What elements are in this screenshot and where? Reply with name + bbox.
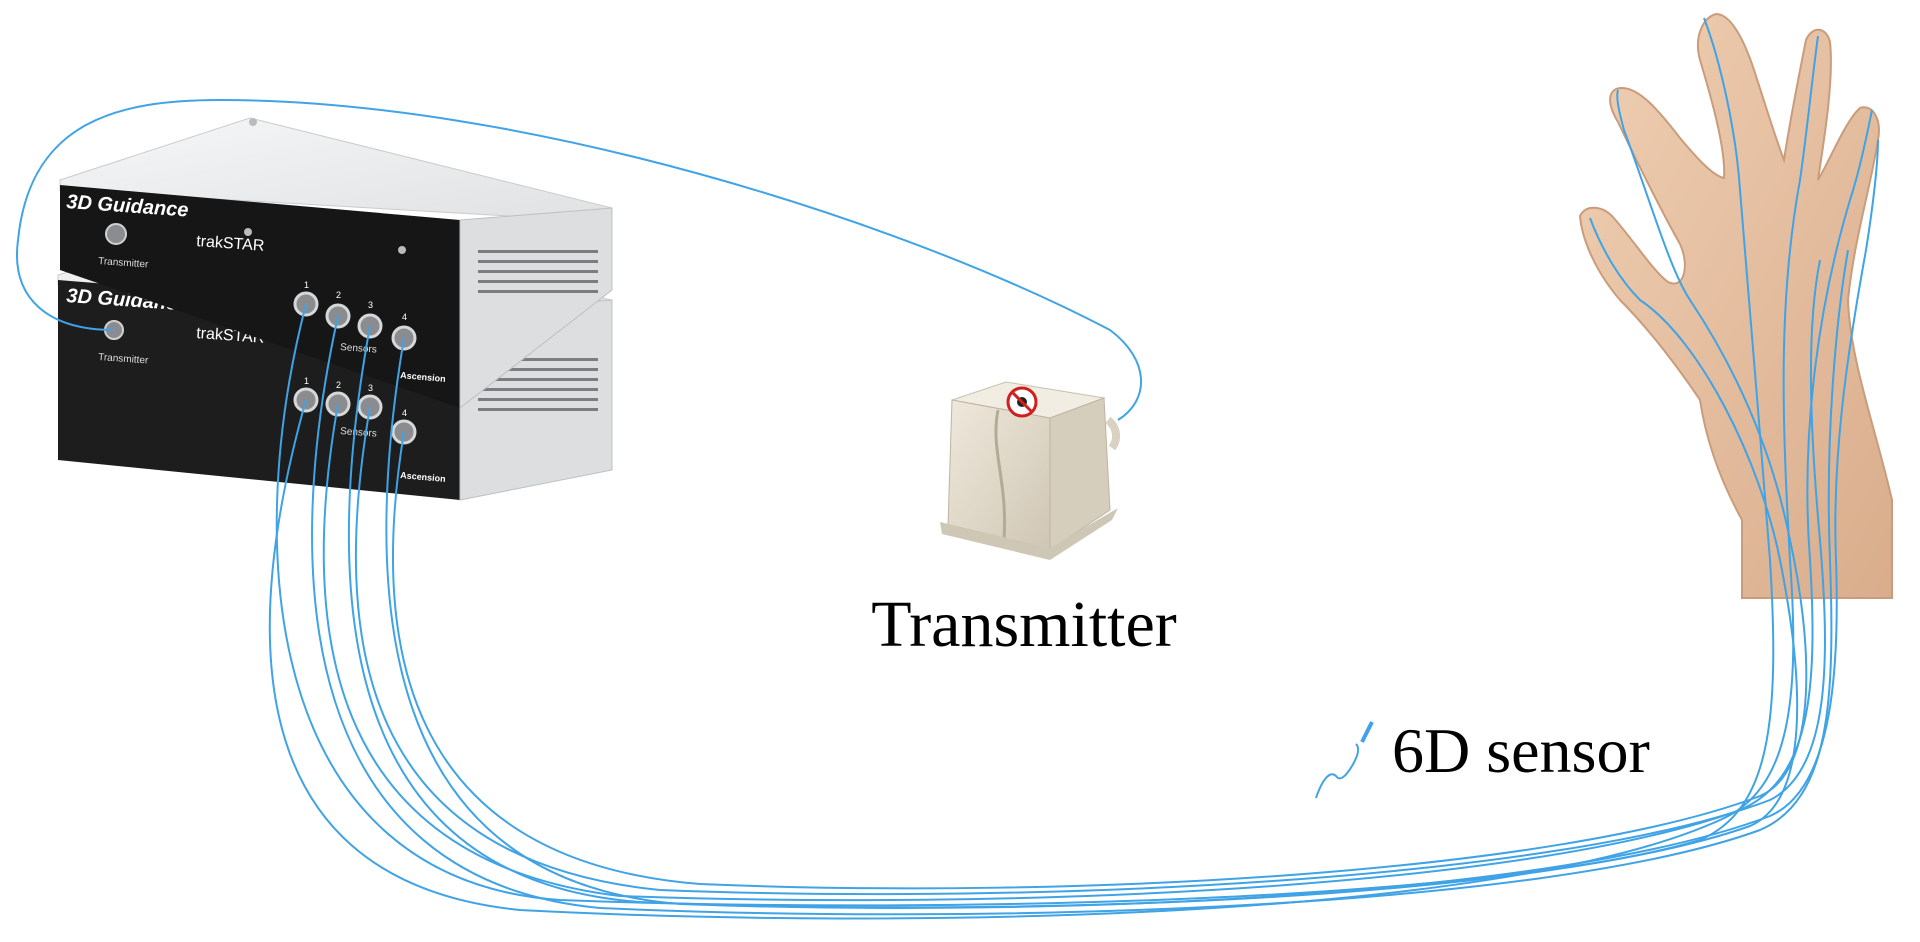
hand-shape: [1578, 12, 1893, 599]
unit-upper-port-number: 1: [304, 280, 309, 290]
sensor-cable: [268, 35, 1819, 920]
transmitter-side: [1049, 397, 1111, 551]
transmitter-label: Transmitter: [871, 588, 1177, 661]
unit-lower-sensors-label: Sensors: [340, 426, 377, 440]
unit-upper-screw: [249, 118, 257, 126]
unit-upper-port-number: 2: [336, 290, 341, 300]
transmitter-front: [947, 399, 1051, 551]
transmitter-cable-stub: [1105, 416, 1121, 451]
unit-upper-front: [60, 185, 460, 408]
unit-upper-vents: [478, 250, 598, 293]
transmitter-groove: [994, 409, 1007, 541]
unit-upper-screw: [398, 246, 406, 254]
transmitter-cube-icon: [940, 381, 1121, 560]
unit-lower-port-number: 1: [304, 376, 309, 386]
sensor-squiggle-icon: [1315, 721, 1374, 799]
trakstar-units: 3D Guidance trakSTAR Transmitter 1 2 3 4…: [57, 117, 613, 501]
sensor-cable: [385, 139, 1879, 909]
sensor-cable: [347, 217, 1799, 909]
transmitter-cable: [16, 98, 1142, 421]
sensor-cable: [354, 259, 1826, 896]
unit-lower-logo: Ascension: [400, 470, 446, 484]
unit-lower-port-number: 4: [402, 408, 407, 418]
unit-upper-port-number: 3: [368, 300, 373, 310]
sensor-cable: [311, 249, 1849, 916]
unit-upper-sensors-label: Sensors: [340, 342, 377, 356]
unit-upper-port-number: 4: [402, 312, 407, 322]
unit-upper-side: [459, 207, 613, 410]
sensor-label: 6D sensor: [1392, 715, 1650, 786]
hand-illustration: [1578, 12, 1893, 599]
unit-lower-vents: [478, 358, 598, 411]
sensor-cable: [391, 89, 1808, 890]
unit-upper-transmitter-port: [105, 223, 127, 245]
unit-upper-logo: Ascension: [400, 370, 446, 384]
unit-lower-port-number: 3: [368, 383, 373, 393]
unit-upper-transmitter-label: Transmitter: [98, 256, 150, 271]
unit-upper-screw: [244, 228, 252, 236]
unit-lower-port-number: 2: [336, 380, 341, 390]
trakstar-unit-upper: 3D Guidance trakSTAR Transmitter 1 2 3 4…: [59, 117, 613, 410]
no-entry-slash: [1010, 390, 1034, 414]
sensor-cable: [322, 109, 1873, 902]
unit-upper-model: trakSTAR: [196, 233, 265, 255]
sensor-cables: [16, 17, 1879, 920]
transmitter-base: [940, 508, 1118, 560]
unit-lower-transmitter-label: Transmitter: [98, 352, 150, 367]
